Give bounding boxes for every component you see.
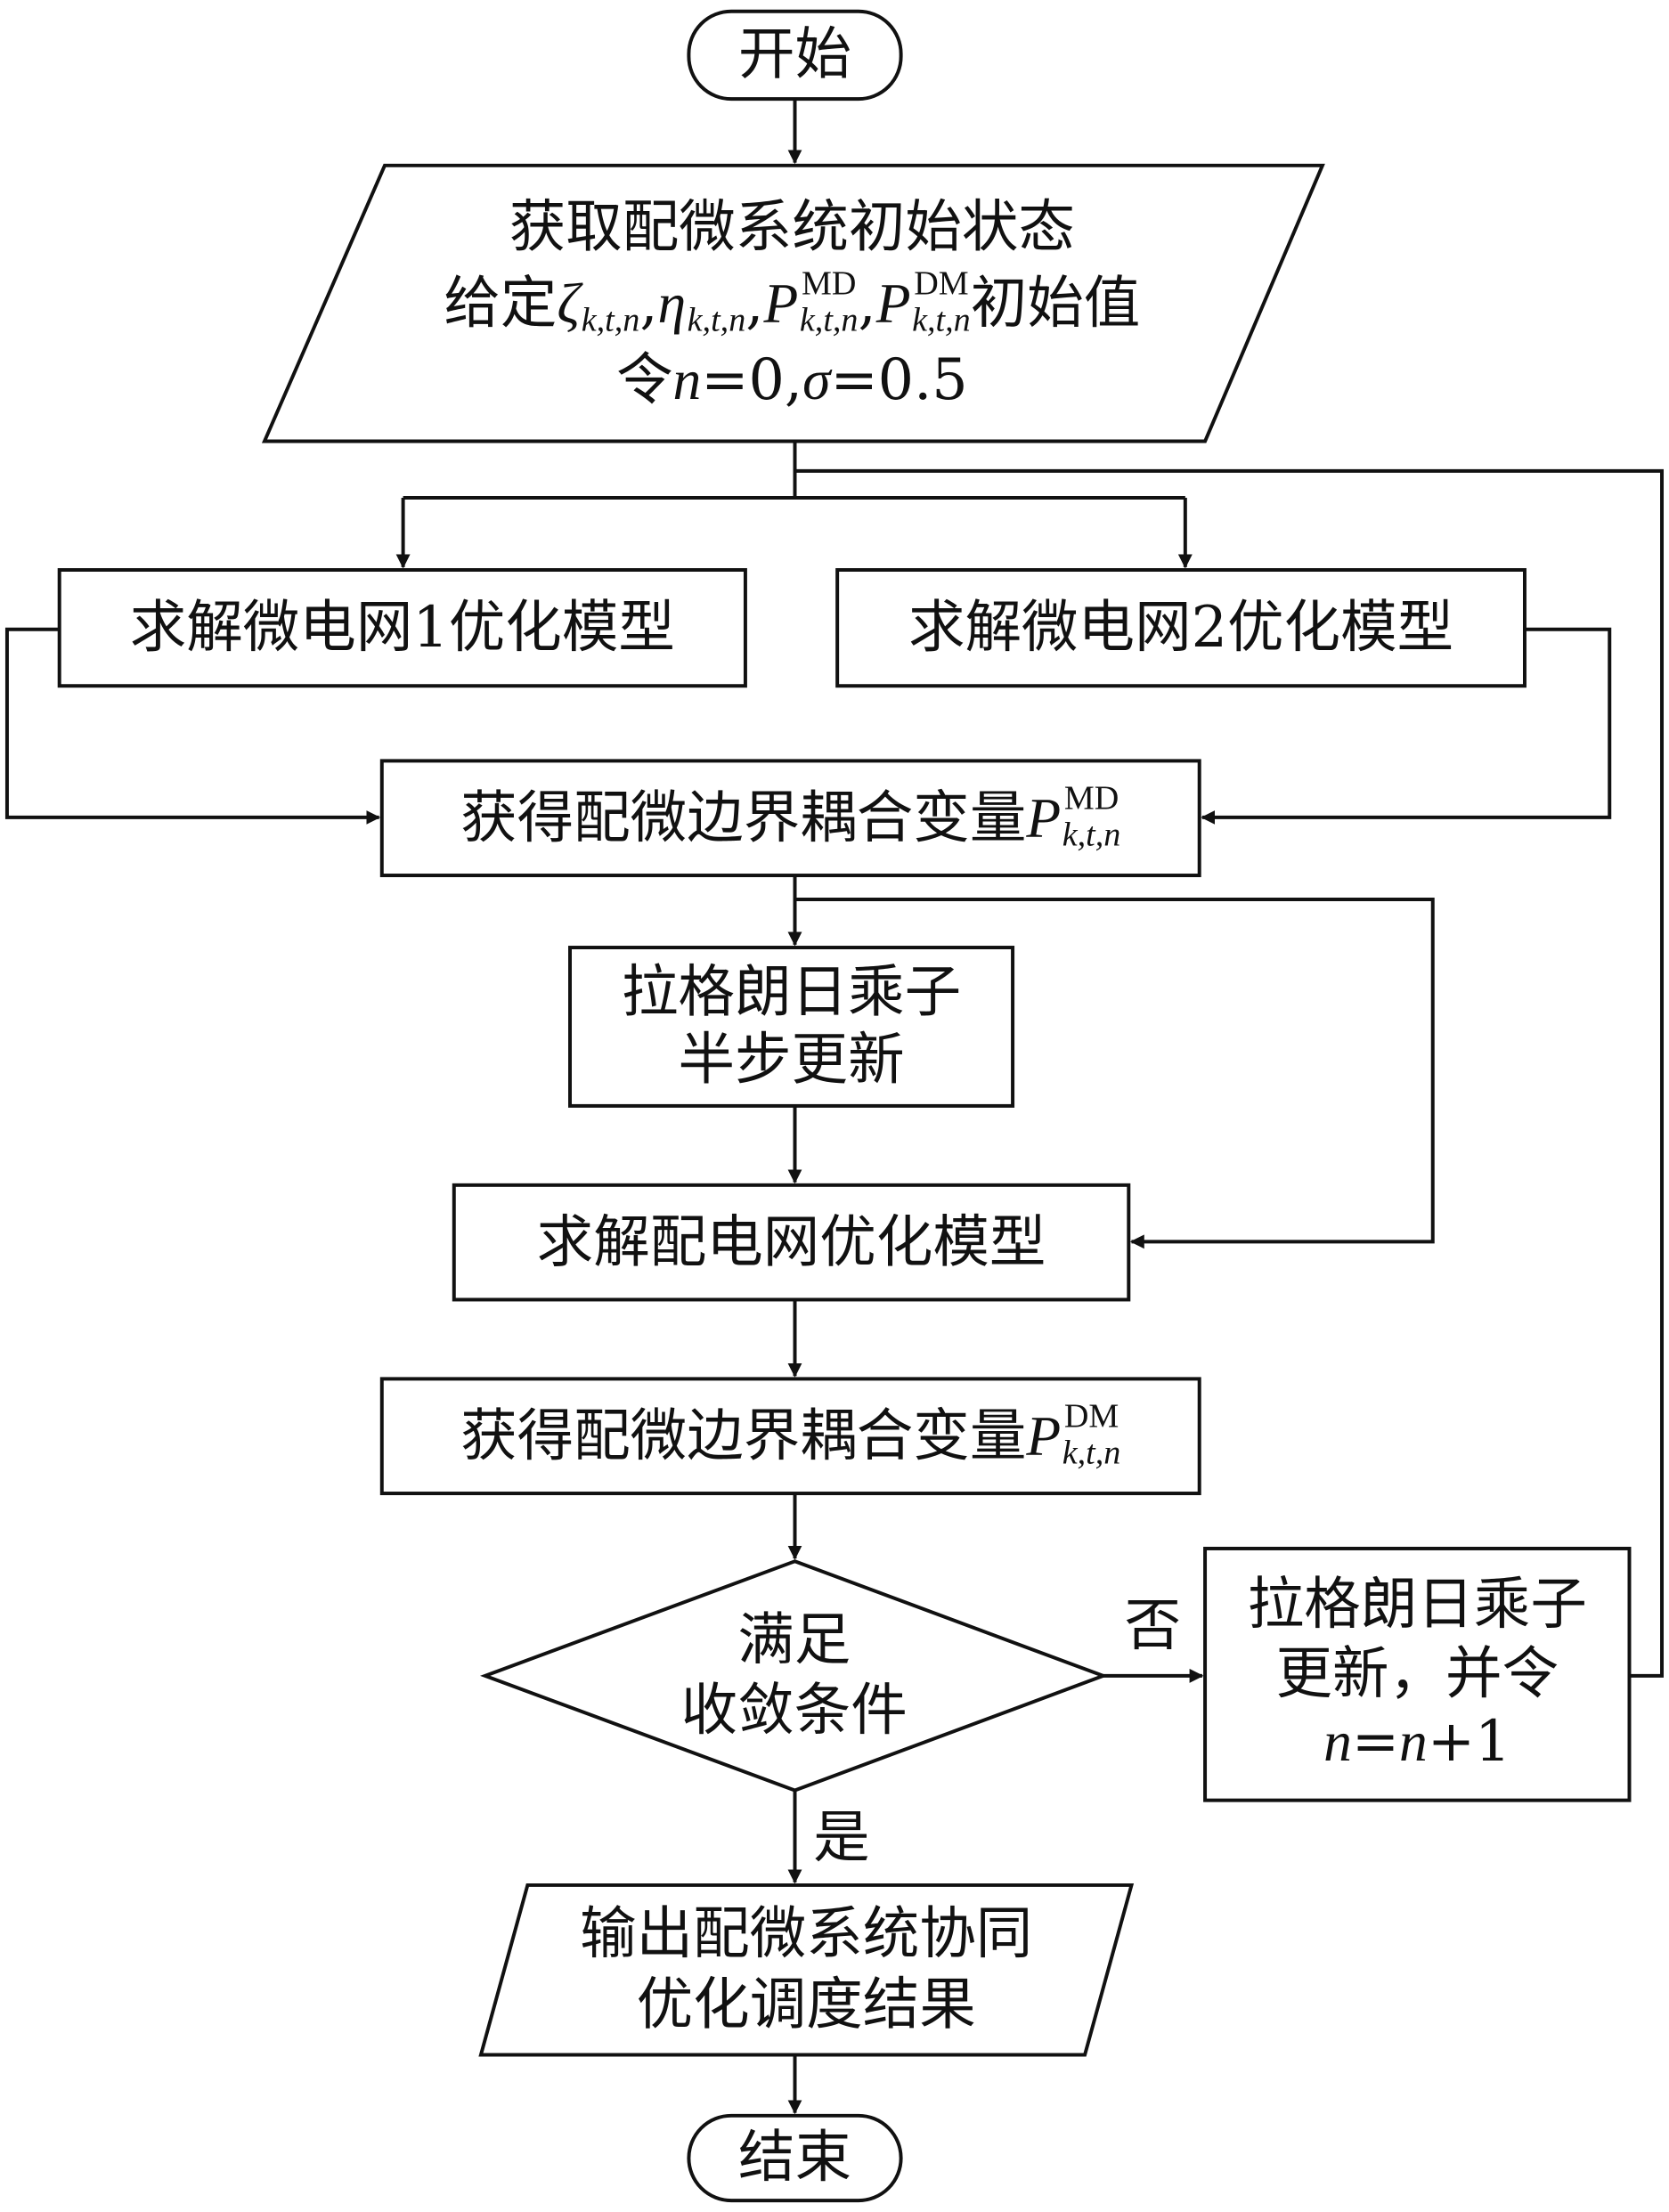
text-segment: 满足 (737, 1607, 851, 1673)
text-line: 拉格朗日乘子 (1248, 1571, 1587, 1639)
text-line: 求解微电网1优化模型 (130, 591, 675, 665)
math-symbol: P (875, 271, 911, 335)
text-segment: 优化调度结果 (636, 1972, 976, 2038)
text-segment: =0, (701, 346, 803, 412)
get-md-box (379, 759, 1201, 878)
end-label: 结束 (688, 2116, 900, 2200)
text-segment: 获得配微边界耦合变量 (460, 1403, 1027, 1469)
script-stack: xk,t,n (688, 268, 746, 339)
text-segment: 输出配微系统协同 (580, 1901, 1033, 1968)
text-line: 求解微电网2优化模型 (908, 591, 1453, 665)
text-line: 开始 (738, 19, 851, 93)
text-segment: 求解配电网优化模型 (536, 1209, 1046, 1275)
text-segment: 更新，并令 (1275, 1641, 1559, 1707)
text-segment: 初始值 (970, 271, 1141, 337)
edge-label-yes: 是 (813, 1806, 870, 1872)
math-symbol: n (1399, 1710, 1428, 1775)
edge-label-no: 否 (1124, 1593, 1182, 1659)
mg1-label: 求解微电网1优化模型 (60, 570, 745, 686)
text-segment: 令 (615, 346, 673, 412)
text-line: 半步更新 (678, 1027, 904, 1094)
init-label: 获取配微系统初始状态给定ζxk,t,n, ηxk,t,n, PMDk,t,n, … (325, 166, 1258, 442)
math-symbol: P (1026, 1403, 1062, 1468)
end-terminal (687, 2113, 903, 2203)
text-segment: 半步更新 (678, 1028, 905, 1094)
superscript: MD (801, 266, 857, 304)
math-symbol: η (657, 271, 687, 335)
text-line: 求解配电网优化模型 (537, 1206, 1046, 1280)
text-line: 拉格朗日乘子 (622, 959, 961, 1027)
text-line: 更新，并令 (1275, 1640, 1559, 1709)
text-segment: 开始 (737, 22, 852, 88)
mg2-label: 求解微电网2优化模型 (837, 570, 1525, 686)
text-segment: 结束 (737, 2125, 852, 2191)
math-symbol: n (672, 346, 702, 411)
text-segment: = (1351, 1710, 1400, 1776)
text-segment: 拉格朗日乘子 (621, 960, 962, 1026)
connectors (4, 99, 1665, 2115)
half-update-box (568, 946, 1015, 1108)
converge-label: 满足收敛条件 (485, 1561, 1103, 1790)
subscript: k,t,n (1062, 1435, 1121, 1472)
text-segment: , (858, 271, 876, 337)
math-symbol: σ (802, 346, 831, 411)
text-segment: 获取配微系统初始状态 (509, 194, 1075, 260)
text-segment: , (745, 271, 764, 337)
subscript: k,t,n (912, 302, 971, 339)
text-segment: +1 (1427, 1710, 1511, 1776)
superscript: MD (1063, 781, 1119, 818)
text-line: 收敛条件 (681, 1676, 908, 1746)
subscript: k,t,n (1062, 817, 1121, 854)
text-segment: 求解微电网2优化模型 (908, 595, 1454, 661)
math-symbol: n (1323, 1710, 1352, 1775)
dn-box (452, 1183, 1131, 1302)
text-line: n=n+1 (1323, 1709, 1510, 1777)
math-symbol: ζ (557, 271, 581, 335)
script-stack: xk,t,n (582, 268, 640, 339)
superscript: DM (914, 266, 969, 304)
output-parallelogram (478, 1883, 1135, 2057)
text-segment: , (639, 271, 658, 337)
text-line: 满足 (737, 1605, 851, 1675)
text-segment: 求解微电网1优化模型 (129, 595, 675, 661)
text-segment: 拉格朗日乘子 (1247, 1572, 1587, 1638)
text-segment: 获得配微边界耦合变量 (460, 785, 1027, 851)
math-symbol: P (763, 271, 799, 335)
text-line: 结束 (738, 2121, 851, 2195)
text-segment: 给定 (444, 271, 558, 337)
text-line: 优化调度结果 (637, 1970, 976, 2040)
superscript: DM (1063, 1399, 1119, 1436)
output-label: 输出配微系统协同优化调度结果 (481, 1885, 1132, 2055)
subscript: k,t,n (581, 302, 640, 339)
init-parallelogram (261, 163, 1325, 443)
dn-label: 求解配电网优化模型 (454, 1185, 1129, 1300)
text-segment: 收敛条件 (680, 1679, 908, 1744)
half-update-label: 拉格朗日乘子半步更新 (570, 947, 1013, 1106)
subscript: k,t,n (687, 302, 746, 339)
start-label: 开始 (688, 12, 900, 99)
text-line: 获取配微系统初始状态 (509, 189, 1075, 265)
get-dm-box (379, 1377, 1201, 1496)
math-symbol: P (1026, 785, 1062, 850)
text-segment: =0.5 (830, 346, 968, 412)
subscript: k,t,n (799, 302, 859, 339)
text-line: 输出配微系统协同 (580, 1899, 1032, 1970)
